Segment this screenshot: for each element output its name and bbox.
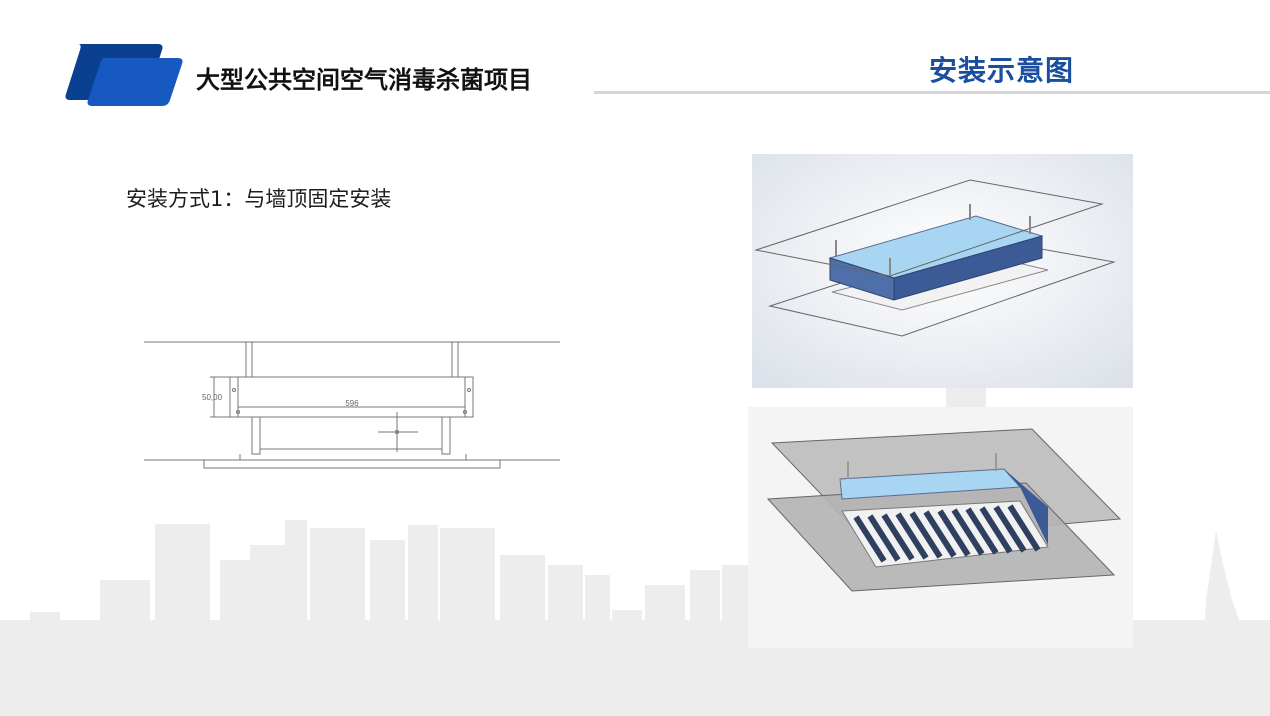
project-title: 大型公共空间空气消毒杀菌项目 xyxy=(196,66,532,94)
gray-tab-decoration xyxy=(946,388,986,407)
installation-method-label: 安装方式1：与墙顶固定安装 xyxy=(126,187,392,211)
parallelogram-logo-icon xyxy=(65,44,183,106)
section-title: 安装示意图 xyxy=(929,54,1075,87)
header-divider xyxy=(594,91,1270,94)
width-dimension-label: 596 xyxy=(345,399,359,408)
installation-technical-drawing: 50,00 596 xyxy=(144,341,560,469)
height-dimension-label: 50,00 xyxy=(202,393,223,402)
ceiling-mount-render-top xyxy=(752,154,1133,388)
ceiling-mount-render-bottom xyxy=(748,407,1133,648)
